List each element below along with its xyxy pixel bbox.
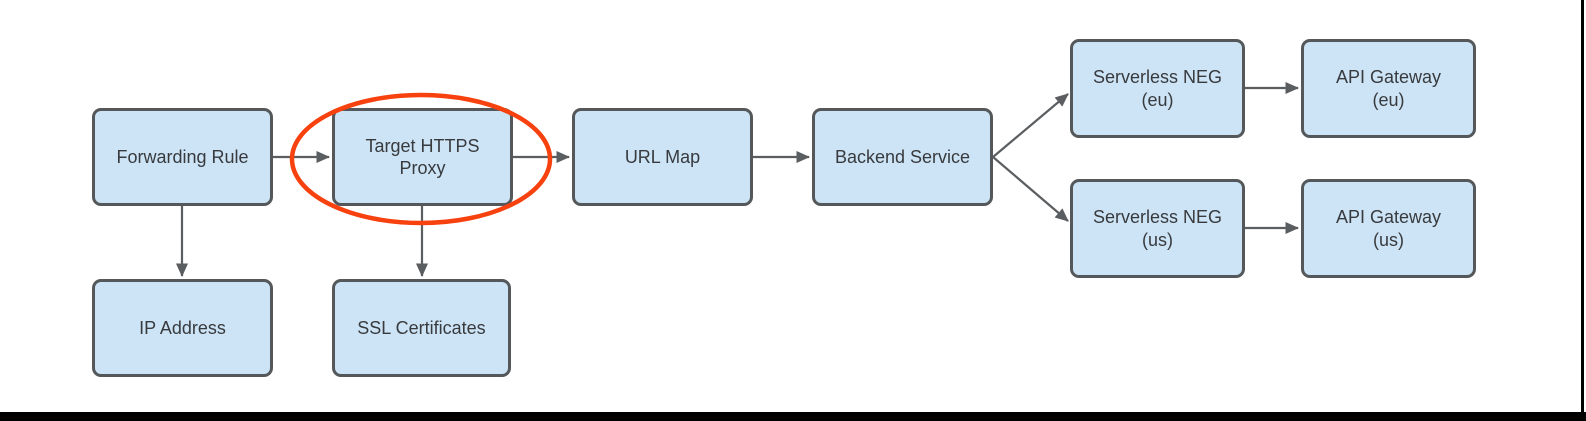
edge-backend-service-to-serverless-neg-eu xyxy=(992,93,1069,158)
node-label-ip-address: IP Address xyxy=(139,317,226,338)
edge-backend-service-to-serverless-neg-us xyxy=(992,156,1069,222)
node-backend-service: Backend Service xyxy=(812,108,993,206)
node-api-gateway-eu: API Gateway (eu) xyxy=(1301,39,1476,138)
node-url-map: URL Map xyxy=(572,108,753,206)
node-serverless-neg-us: Serverless NEG (us) xyxy=(1070,179,1245,278)
node-ip-address: IP Address xyxy=(92,279,273,377)
node-label-forwarding-rule: Forwarding Rule xyxy=(116,146,249,167)
frame-bottom-bar xyxy=(0,412,1586,421)
node-forwarding-rule: Forwarding Rule xyxy=(92,108,273,206)
node-ssl-certificates: SSL Certificates xyxy=(332,279,511,377)
node-label-api-gateway-eu: API Gateway (eu) xyxy=(1335,67,1442,110)
node-label-api-gateway-us: API Gateway (us) xyxy=(1335,207,1442,250)
node-label-backend-service: Backend Service xyxy=(834,146,971,167)
node-label-serverless-neg-us: Serverless NEG (us) xyxy=(1092,207,1223,250)
node-label-ssl-certificates: SSL Certificates xyxy=(357,317,486,338)
node-label-target-https-proxy: Target HTTPS Proxy xyxy=(365,135,480,179)
node-api-gateway-us: API Gateway (us) xyxy=(1301,179,1476,278)
node-label-url-map: URL Map xyxy=(624,146,701,167)
frame-right-border xyxy=(1581,0,1584,421)
node-label-serverless-neg-eu: Serverless NEG (eu) xyxy=(1092,67,1223,110)
node-target-https-proxy: Target HTTPS Proxy xyxy=(332,108,513,206)
node-serverless-neg-eu: Serverless NEG (eu) xyxy=(1070,39,1245,138)
